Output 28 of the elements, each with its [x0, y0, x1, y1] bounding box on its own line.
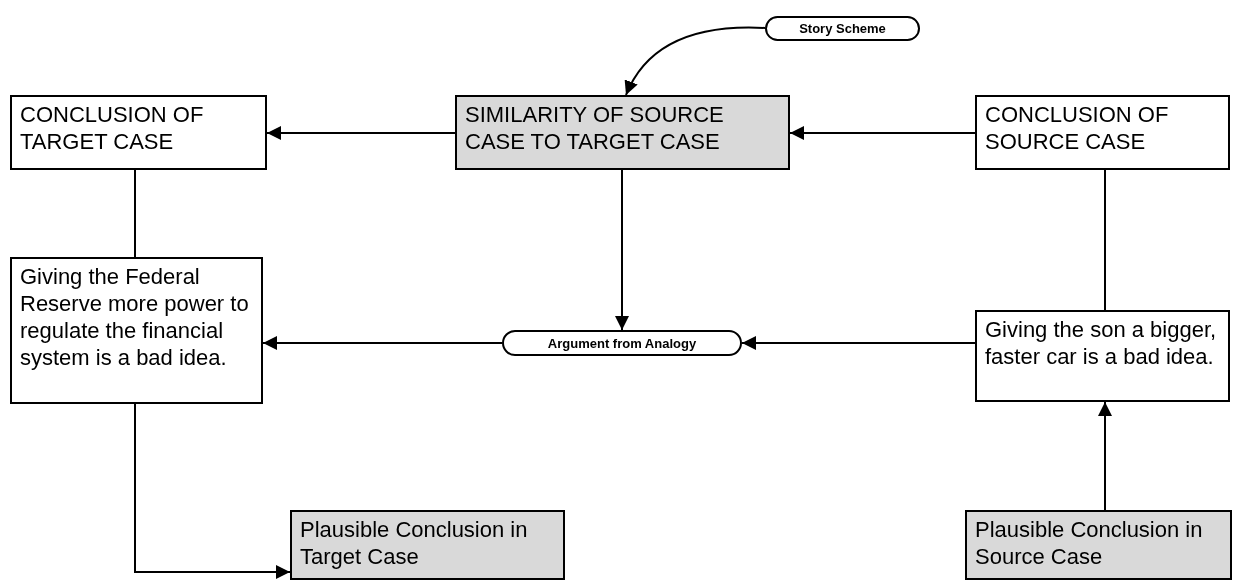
arrow	[266, 126, 456, 140]
node-text: Plausible Conclusion in Source Case	[975, 516, 1204, 570]
node-text: SIMILARITY OF SOURCE CASE TO TARGET CASE	[465, 101, 725, 155]
arrow	[134, 403, 291, 579]
arrow	[615, 169, 629, 331]
scheme-pill	[765, 16, 920, 41]
statement-box	[455, 95, 790, 170]
node-text: CONCLUSION OF SOURCE CASE	[985, 101, 1170, 155]
node-text: Plausible Conclusion in Target Case	[300, 516, 529, 570]
connector-line	[1104, 169, 1106, 311]
statement-box	[290, 510, 565, 580]
statement-box	[975, 95, 1230, 170]
arrow	[262, 336, 503, 350]
statement-box	[965, 510, 1232, 580]
node-text: Story Scheme	[799, 21, 886, 36]
arrow	[789, 126, 976, 140]
arrow	[741, 336, 976, 350]
arrow	[1098, 401, 1112, 511]
arrow	[625, 26, 766, 96]
statement-box	[10, 95, 267, 170]
statement-box	[975, 310, 1230, 402]
node-text: Giving the son a bigger, faster car is a bad idea.	[985, 316, 1218, 370]
scheme-pill	[502, 330, 742, 356]
connector-line	[134, 169, 136, 258]
node-text: CONCLUSION OF TARGET CASE	[20, 101, 205, 155]
node-text: Argument from Analogy	[547, 335, 697, 351]
node-text: Giving the Federal Reserve more power to regulate the financial system is a bad idea.	[20, 263, 250, 371]
statement-box	[10, 257, 263, 404]
